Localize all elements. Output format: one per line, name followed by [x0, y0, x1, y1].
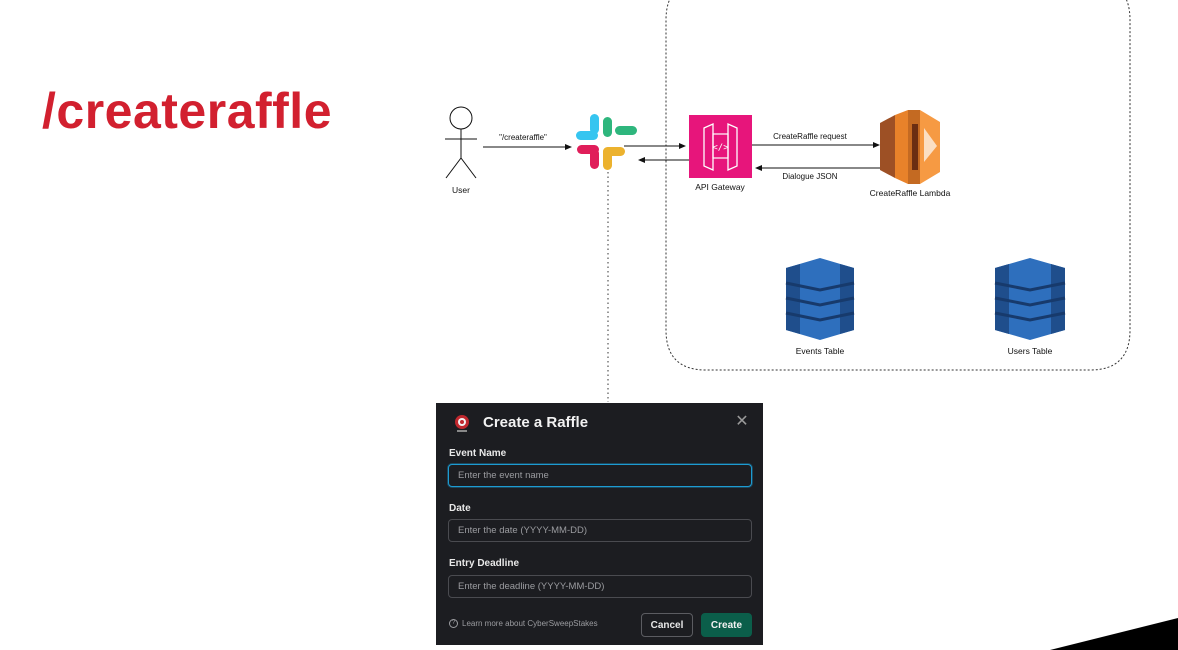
modal-header: Create a Raffle ✕ — [436, 403, 763, 443]
slack-icon — [576, 114, 637, 170]
date-label: Date — [449, 503, 471, 514]
user-icon — [445, 106, 477, 179]
create-raffle-modal: Create a Raffle ✕ Event Name Date Entry … — [436, 403, 763, 645]
events-table-label: Events Table — [796, 346, 845, 356]
user-label: User — [452, 185, 470, 195]
date-input[interactable] — [448, 519, 752, 542]
entry-deadline-input[interactable] — [448, 575, 752, 598]
event-name-label: Event Name — [449, 448, 507, 459]
learn-more-link[interactable]: ? Learn more about CyberSweepStakes — [449, 619, 598, 628]
users-table-icon — [994, 258, 1066, 340]
event-name-input[interactable] — [448, 464, 752, 487]
page-title: /createraffle — [42, 83, 332, 139]
modal-title: Create a Raffle — [483, 414, 589, 431]
response-label: Dialogue JSON — [782, 172, 837, 181]
close-icon[interactable]: ✕ — [735, 413, 749, 430]
command-label: "/createraffle" — [499, 133, 547, 142]
learn-more-text: Learn more about CyberSweepStakes — [462, 619, 598, 628]
cancel-button[interactable]: Cancel — [641, 613, 693, 637]
api-gateway-icon: </> — [689, 115, 752, 178]
api-gateway-label: API Gateway — [695, 182, 745, 192]
app-logo-icon — [452, 413, 472, 433]
lambda-label: CreateRaffle Lambda — [870, 188, 951, 198]
events-table-icon — [785, 258, 855, 340]
create-button[interactable]: Create — [701, 613, 752, 637]
entry-deadline-label: Entry Deadline — [449, 558, 520, 569]
svg-text:</>: </> — [712, 143, 729, 153]
info-icon: ? — [449, 619, 458, 628]
request-label: CreateRaffle request — [773, 132, 847, 141]
users-table-label: Users Table — [1008, 346, 1053, 356]
lambda-icon — [880, 110, 940, 184]
